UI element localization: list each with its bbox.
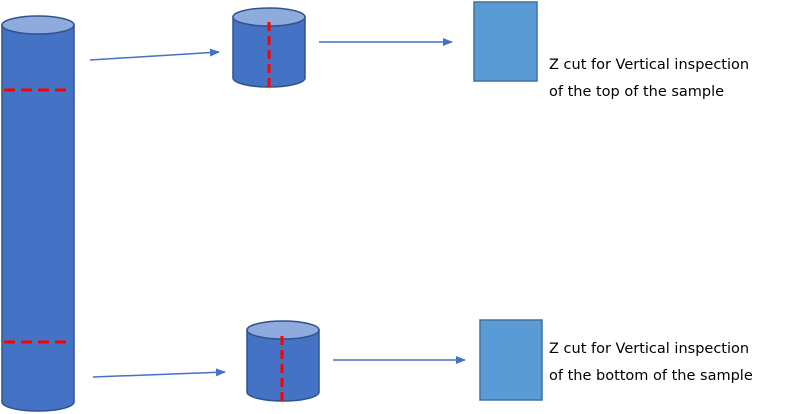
bottom-label-line-2: of the bottom of the sample	[549, 368, 753, 384]
top-section-label: Z cut for Vertical inspection of the top…	[549, 52, 749, 106]
top-sample-piece	[232, 7, 306, 88]
bottom-section-label: Z cut for Vertical inspection of the bot…	[549, 336, 753, 390]
bottom-z-cut-section	[479, 319, 543, 401]
bottom-label-line-1: Z cut for Vertical inspection	[549, 341, 750, 357]
top-z-cut-section	[473, 1, 538, 82]
bottom-sample-piece	[246, 320, 320, 402]
top-label-line-1: Z cut for Vertical inspection	[549, 57, 750, 73]
arrow-to-top-piece	[89, 48, 220, 61]
full-sample-cylinder	[1, 15, 75, 412]
top-label-line-2: of the top of the sample	[549, 84, 725, 100]
arrow-to-bottom-piece	[92, 368, 226, 378]
